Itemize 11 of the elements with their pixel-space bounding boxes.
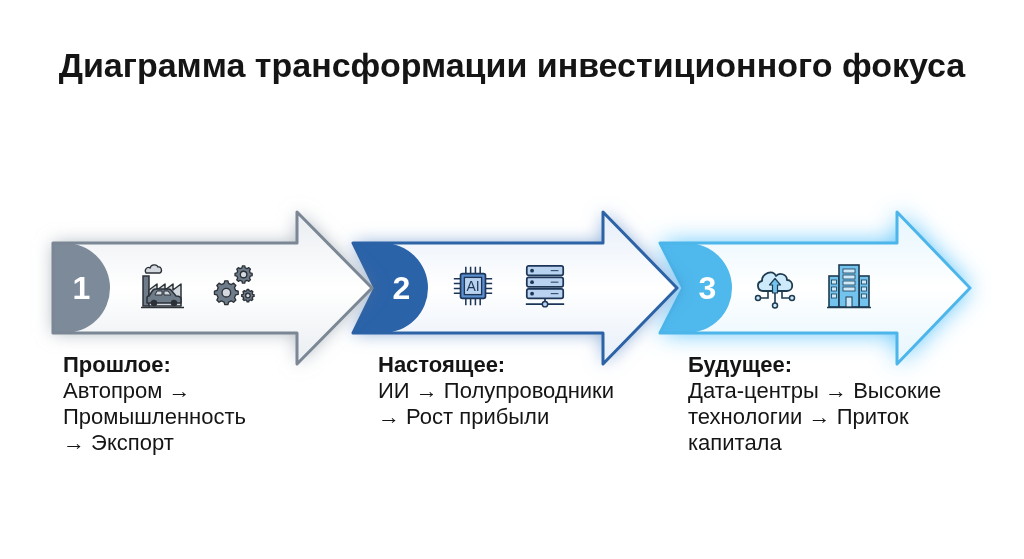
step-number: 1 [72, 270, 91, 306]
step-description: ИИ → Полупроводники → Рост прибыли [378, 378, 616, 430]
step-number: 3 [698, 270, 717, 306]
step-description: Дата-центры → Высокие технологии → Приток капитала [688, 378, 943, 456]
step-number: 2 [392, 270, 411, 306]
step-description: Автопром → Промышленность → Экспорт [63, 378, 247, 456]
step-heading: Настоящее: [378, 352, 507, 378]
step-heading: Прошлое: [63, 352, 172, 378]
title: Диаграмма трансформации инвестиционного фокуса [57, 45, 967, 85]
chip-label: AI [466, 278, 480, 294]
step-heading: Будущее: [688, 352, 794, 378]
